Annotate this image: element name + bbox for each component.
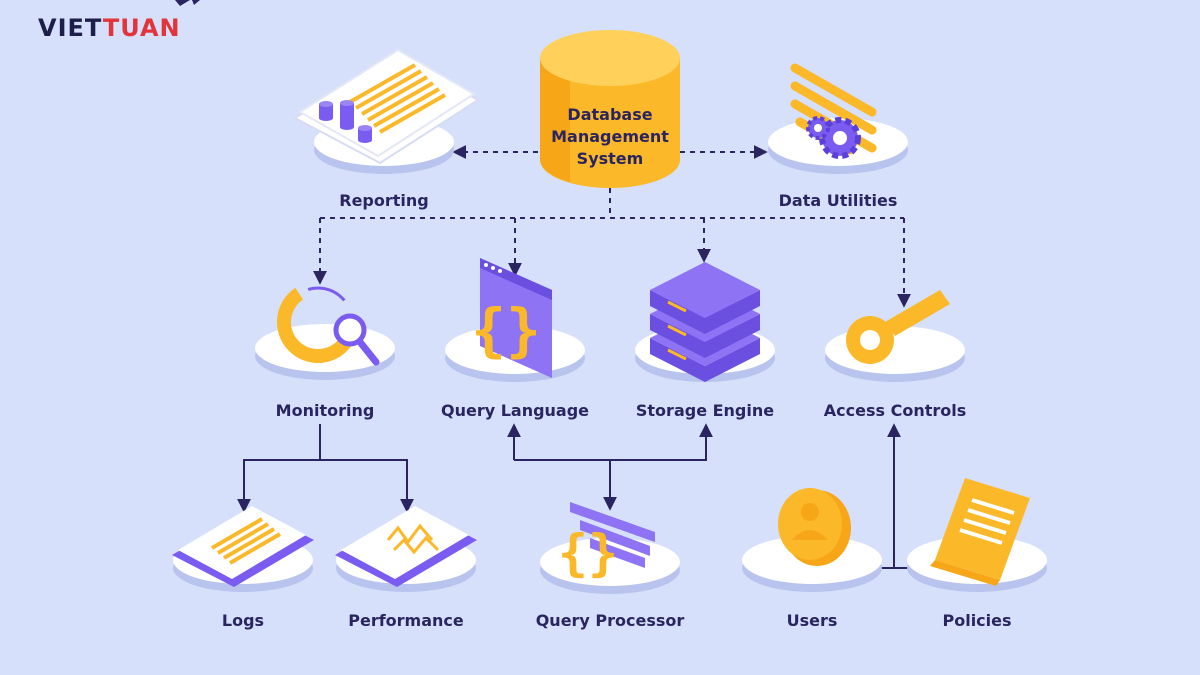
label-query-processor: Query Processor [535,611,685,630]
label-storage-engine: Storage Engine [635,401,775,420]
label-performance: Performance [348,611,464,630]
code-processor-icon: {} [558,502,655,582]
label-policies: Policies [942,611,1012,630]
label-users: Users [786,611,838,630]
reporting-node[interactable] [293,48,480,174]
logs-node[interactable] [172,506,314,592]
policies-node[interactable] [907,478,1047,592]
dbms-title-line1: Database [567,105,653,124]
brand-logo-part1: VIET [38,14,103,42]
label-reporting: Reporting [339,191,429,210]
report-document-icon [293,48,480,165]
dbms-title-line2: Management [551,127,669,146]
monitoring-node[interactable] [255,281,395,380]
label-logs: Logs [221,611,265,630]
performance-node[interactable] [335,506,477,592]
user-coin-icon [778,488,851,566]
database-cylinder-icon[interactable] [540,30,680,188]
connector-access-branch [880,423,901,569]
code-window-icon: {} [471,258,552,378]
users-node[interactable] [742,488,882,592]
brand-logo[interactable]: VIETTUAN [38,14,181,42]
brand-logo-part2: TUAN [102,14,181,42]
storage-engine-node[interactable] [635,262,775,382]
corner-decoration [175,0,200,6]
server-stack-icon [650,262,760,382]
dashed-connectors [313,145,911,308]
key-icon [846,290,950,364]
label-access-controls: Access Controls [823,401,967,420]
label-data-utilities: Data Utilities [778,191,898,210]
query-processor-node[interactable]: {} [540,502,680,594]
svg-text:{}: {} [558,524,618,582]
svg-text:{}: {} [471,296,541,364]
magnifier-ring-icon [277,281,380,366]
dbms-title-line3: System [576,149,644,168]
connector-processor-up-2 [514,423,713,461]
access-controls-node[interactable] [825,290,965,382]
performance-tablet-icon [335,506,477,587]
log-tablet-icon [172,506,314,587]
policy-scroll-icon [930,478,1030,586]
gear-stripes-icon [790,63,877,159]
connector-monitoring-branch [237,424,321,513]
connector-monitoring-branch-2 [320,459,414,513]
label-monitoring: Monitoring [275,401,375,420]
label-query-language: Query Language [440,401,590,420]
query-language-node[interactable]: {} [445,258,585,382]
dbms-title: Database Management System [535,104,685,170]
data-utilities-node[interactable] [768,63,908,174]
